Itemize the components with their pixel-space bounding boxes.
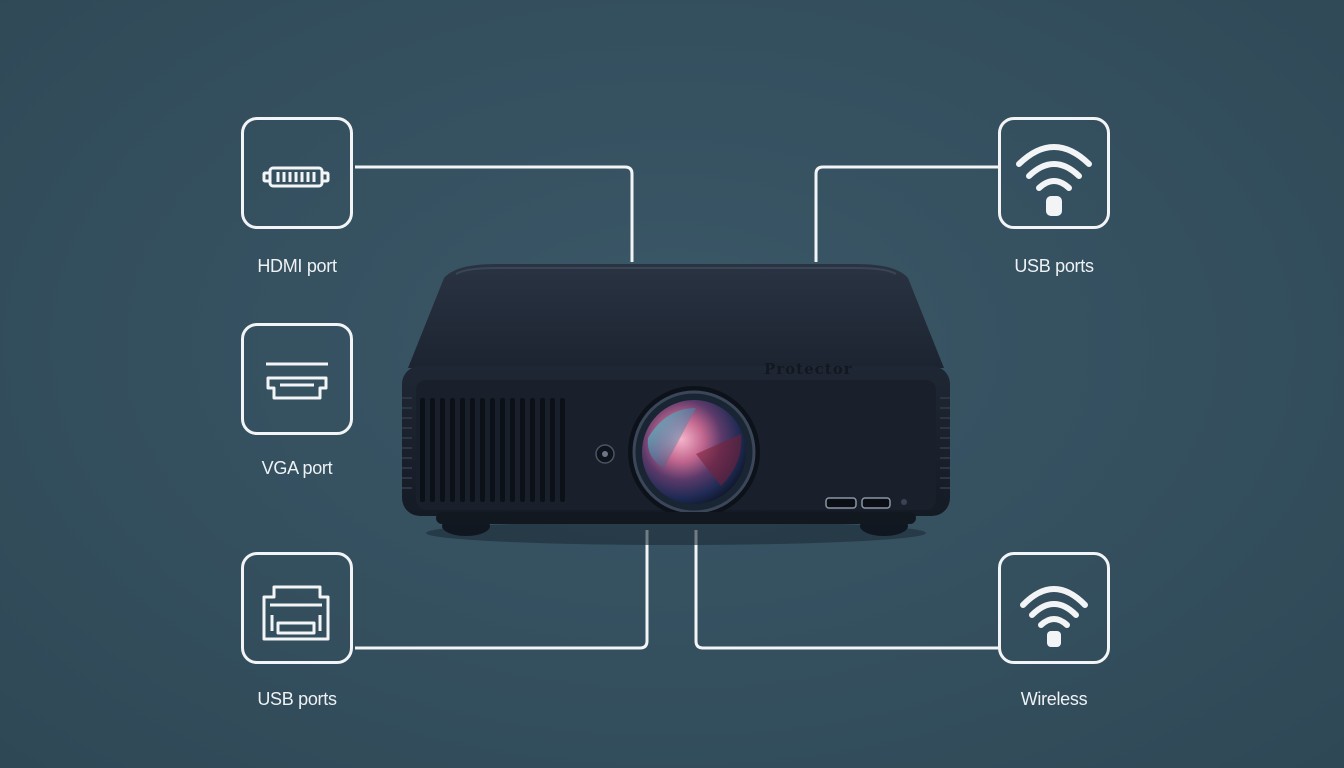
port-slot-2: [861, 497, 891, 509]
connector-hdmi: [355, 165, 634, 262]
projector-brand: Protector: [764, 360, 853, 378]
usb-port-icon: [262, 585, 330, 641]
hdmi-port-card: [241, 117, 353, 229]
connector-wireless: [694, 530, 999, 650]
hdmi-port-label: HDMI port: [257, 256, 337, 276]
connector-usb-left: [355, 530, 649, 650]
wifi-icon: [1016, 144, 1092, 216]
projector-device: Protector: [396, 258, 956, 548]
wireless-label: Wireless: [1020, 689, 1088, 709]
usb-ports-card: [241, 552, 353, 664]
status-light: [901, 499, 907, 505]
projector-illustration: Protector: [402, 264, 950, 545]
wifi-icon: [1020, 586, 1088, 647]
usb-ports-wireless-card: [998, 117, 1110, 229]
usb-ports-label-left: USB ports: [257, 689, 337, 709]
vga-connector-icon: [266, 362, 328, 400]
projector-vent: [420, 398, 565, 502]
wireless-card: [998, 552, 1110, 664]
projector-top: [408, 264, 944, 368]
vga-port-label: VGA port: [261, 458, 333, 478]
usb-ports-label-right: USB ports: [1014, 256, 1094, 276]
vga-port-card: [241, 323, 353, 435]
hdmi-connector-icon: [262, 166, 330, 188]
port-slot-1: [825, 497, 857, 509]
connector-usb-right: [814, 165, 999, 262]
